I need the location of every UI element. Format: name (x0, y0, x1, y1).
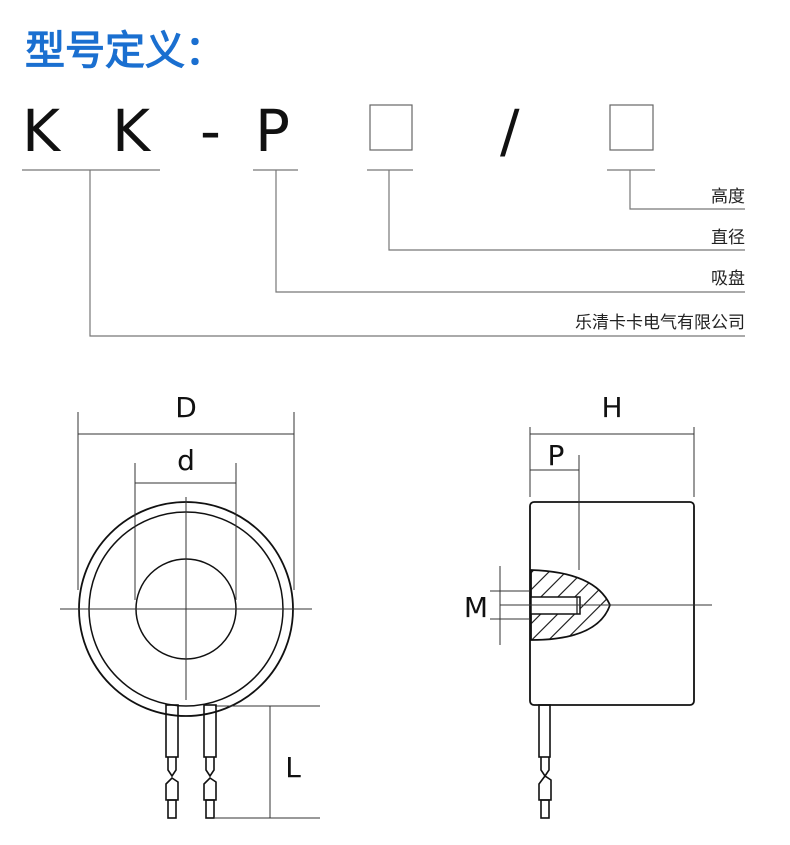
label-diameter: 直径 (711, 228, 745, 248)
code-slash: / (500, 97, 520, 165)
wires (165, 704, 217, 819)
code-k2: K (112, 97, 152, 165)
dim-P: P (548, 439, 565, 472)
dim-d: d (177, 444, 195, 477)
dim-D: D (175, 391, 197, 424)
label-height: 高度 (711, 187, 745, 207)
dim-H: H (601, 391, 622, 424)
height-placeholder-box (609, 104, 654, 151)
code-dash: - (200, 97, 221, 165)
code-k1: K (22, 97, 62, 165)
leader-lines (22, 169, 745, 337)
code-p: P (255, 97, 290, 165)
front-view (60, 412, 320, 819)
label-sucker: 吸盘 (711, 269, 745, 289)
page-title: 型号定义： (25, 28, 225, 74)
dim-M: M (464, 591, 488, 624)
dim-L: L (285, 751, 301, 784)
label-company: 乐清卡卡电气有限公司 (575, 313, 745, 333)
side-view (490, 427, 712, 819)
diameter-placeholder-box (369, 104, 413, 151)
